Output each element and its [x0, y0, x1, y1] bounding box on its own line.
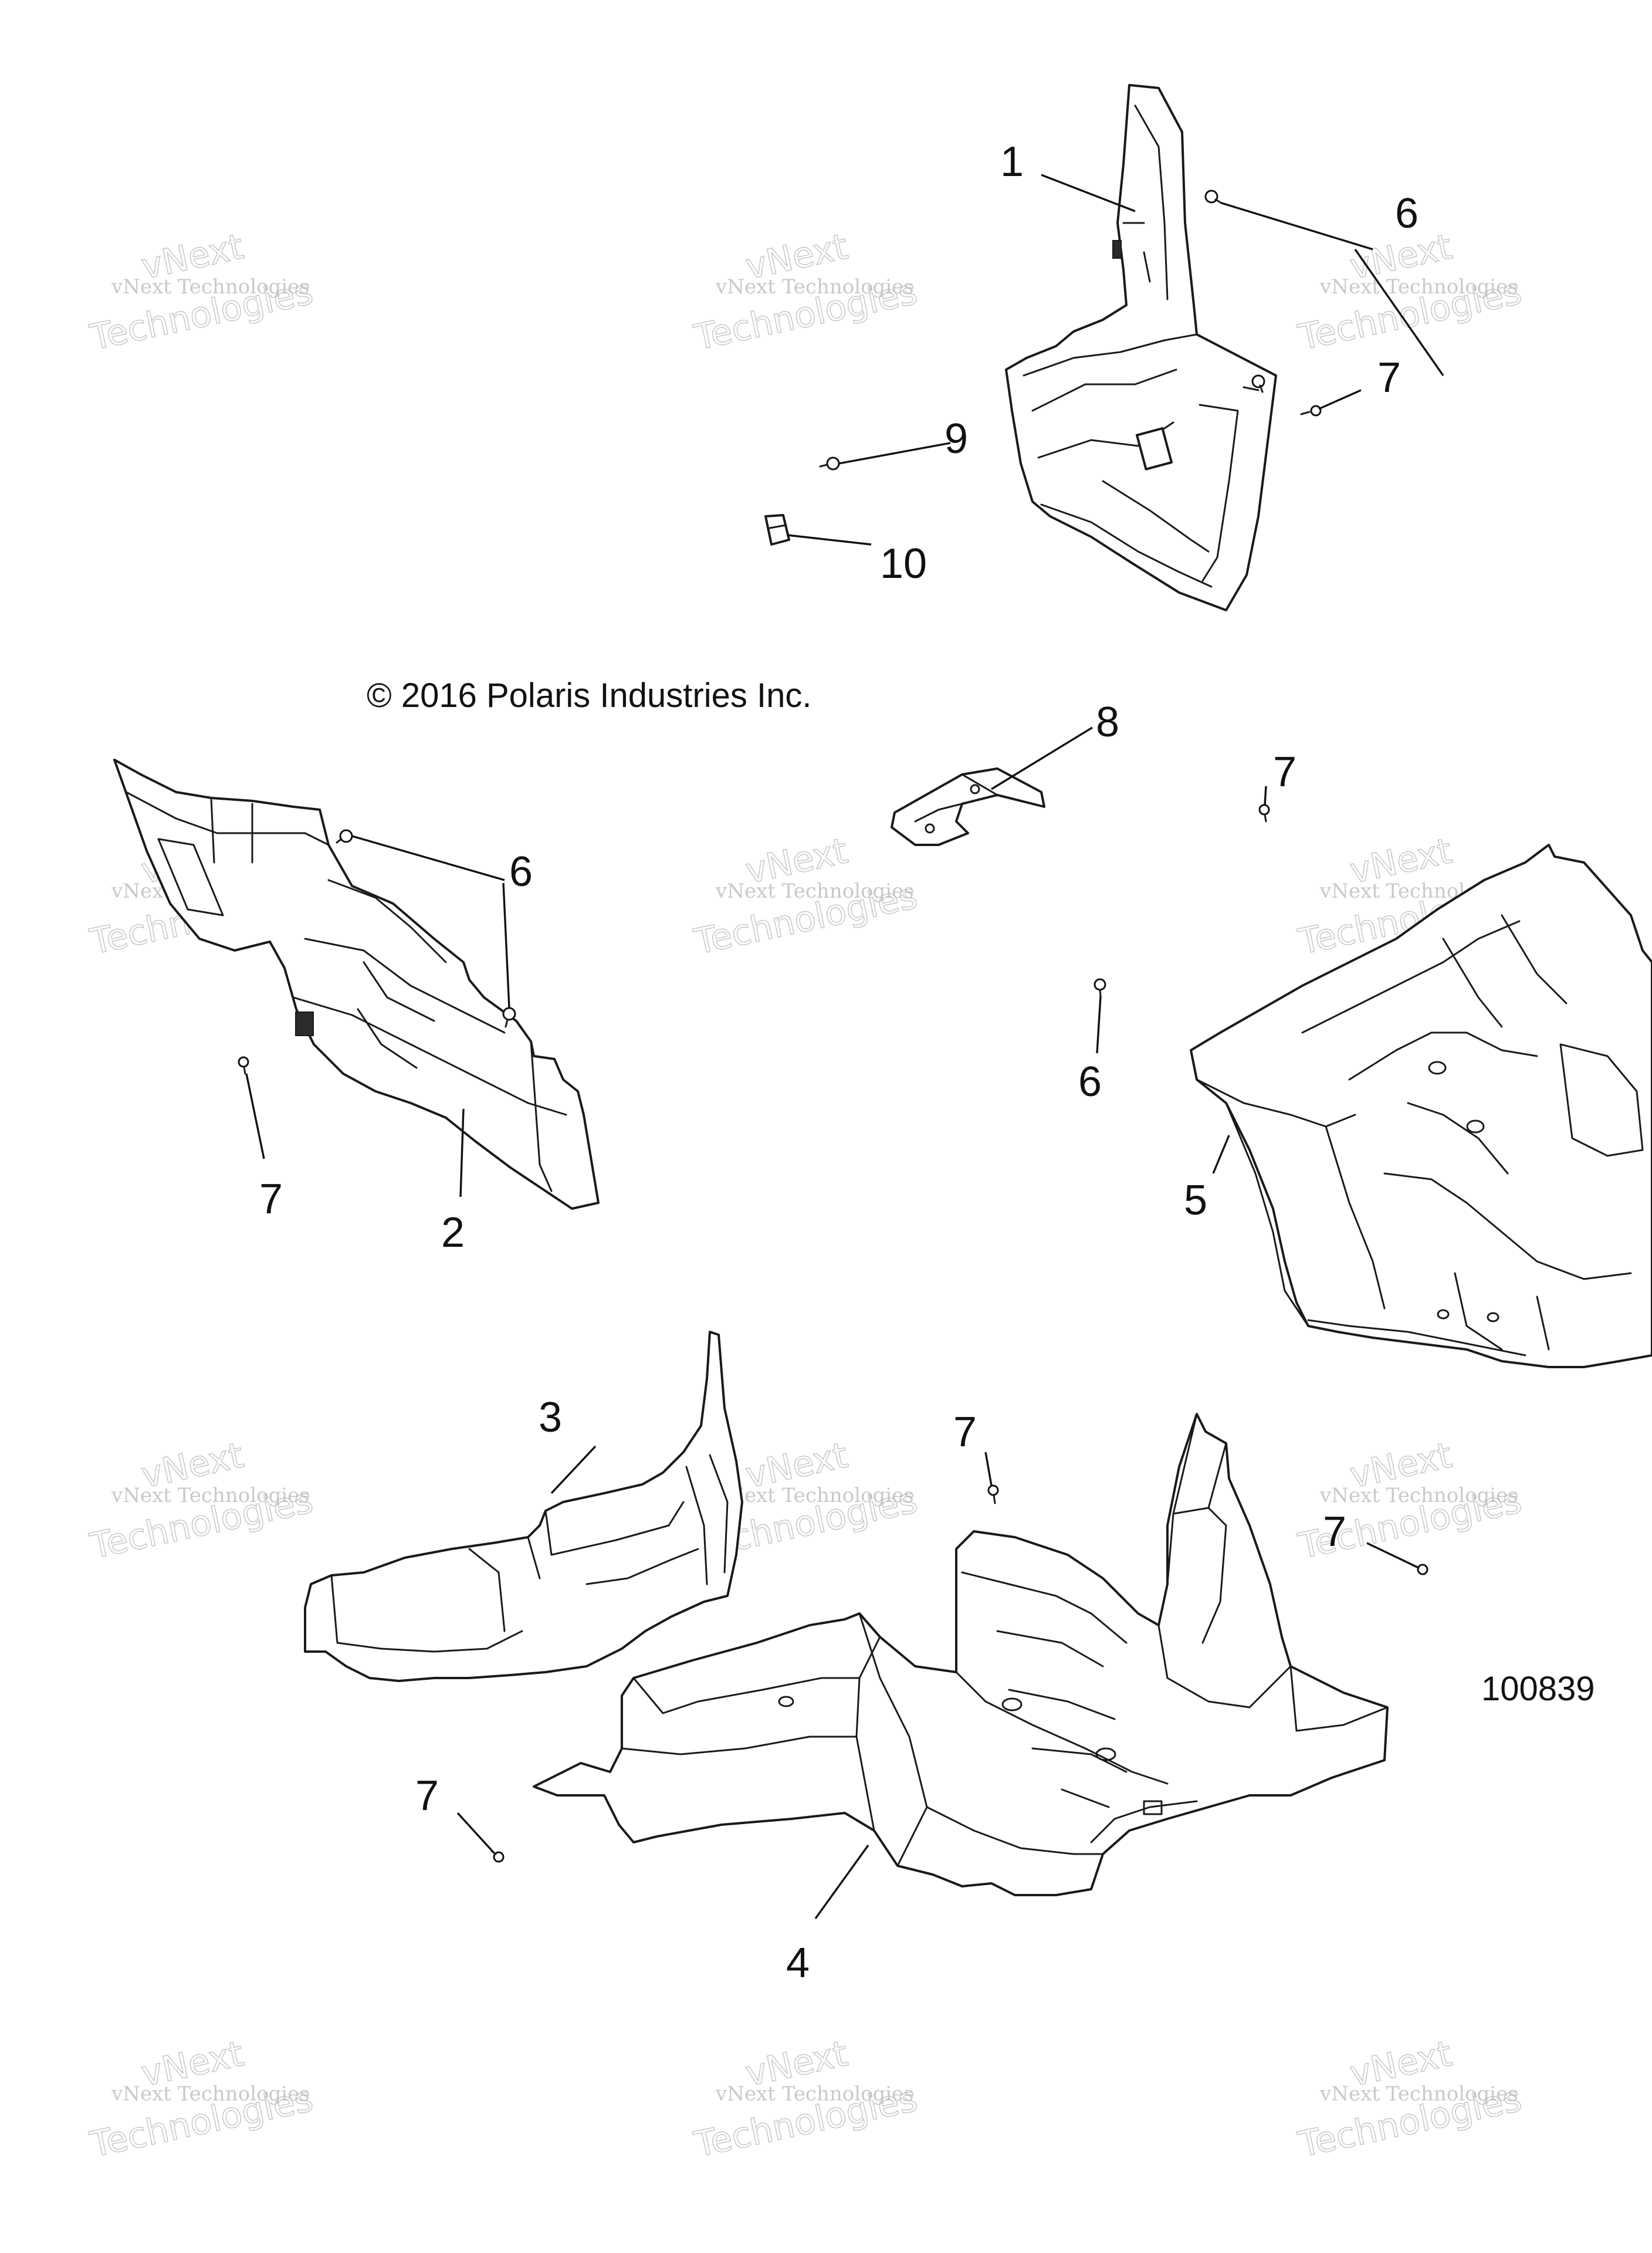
watermark: vNext vNext Technologies Technologies: [86, 2033, 317, 2166]
callout-7-right: 7: [1323, 1508, 1346, 1555]
part-2-guard: [113, 759, 600, 1210]
watermark-line1: vNext Technologies: [715, 2082, 914, 2106]
fasteners: [238, 190, 1428, 1863]
callout-7-left: 7: [259, 1176, 283, 1223]
callout-3: 3: [539, 1394, 562, 1441]
part-4-floor: [533, 1413, 1389, 1896]
watermark-line1: vNext Technologies: [111, 275, 310, 299]
watermark: vNext vNext Technologies Technologies: [86, 226, 317, 359]
leader-lines: [245, 174, 1444, 1919]
part-1-guard: [1005, 84, 1277, 611]
part-5-floor: [1190, 844, 1652, 1368]
fastener-7-left: [238, 1056, 249, 1075]
callout-6-mid: 6: [1078, 1058, 1102, 1105]
fastener-6-left-b: [502, 1007, 516, 1028]
callout-7-top: 7: [1377, 354, 1401, 401]
reference-number: 100839: [1481, 1670, 1595, 1708]
fastener-6-top-right: [1251, 374, 1265, 393]
fastener-6-mid: [1094, 978, 1106, 997]
fastener-7-top: [1300, 405, 1322, 417]
callout-7-center: 7: [953, 1409, 977, 1456]
part-10-clip: [764, 514, 790, 546]
fastener-6-left-a: [336, 829, 353, 844]
fastener-9: [819, 456, 840, 471]
callout-10: 10: [880, 540, 927, 587]
callout-7-bottom-left: 7: [415, 1772, 439, 1819]
callout-2: 2: [441, 1209, 465, 1256]
watermark: vNext vNext Technologies Technologies: [1294, 2033, 1525, 2166]
fastener-6-top: [1204, 190, 1223, 204]
callout-7-mid-right: 7: [1273, 749, 1296, 796]
watermark: vNext vNext Technologies Technologies: [690, 226, 921, 359]
fastener-7-mid-right: [1258, 804, 1270, 823]
callout-8: 8: [1096, 699, 1119, 746]
watermark: vNext vNext Technologies Technologies: [690, 2033, 921, 2166]
copyright-text: © 2016 Polaris Industries Inc.: [367, 676, 811, 715]
callout-9: 9: [945, 415, 968, 462]
part-8-bracket: [891, 767, 1045, 846]
watermark: vNext vNext Technologies Technologies: [86, 1435, 317, 1568]
watermark-line1: vNext Technologies: [1319, 1484, 1518, 1507]
callout-labels: 1 2 3 4 5 6 6 6 7 7 7 7 7 7 8 9 10: [259, 138, 1419, 1987]
watermark-line1: vNext Technologies: [715, 1484, 914, 1507]
watermark-line1: vNext Technologies: [1319, 2082, 1518, 2106]
watermark: vNext vNext Technologies Technologies: [1294, 1435, 1525, 1568]
watermark-line1: vNext Technologies: [111, 1484, 310, 1507]
watermark-line1: vNext Technologies: [715, 275, 914, 299]
part-3-guard: [304, 1331, 743, 1682]
watermark: vNext vNext Technologies Technologies: [690, 830, 921, 963]
callout-6-left: 6: [509, 848, 533, 895]
watermark-line1: vNext Technologies: [111, 2082, 310, 2106]
fastener-7-center: [987, 1484, 999, 1504]
callout-4: 4: [786, 1940, 810, 1987]
watermark-line1: vNext Technologies: [715, 879, 914, 903]
callout-6-top: 6: [1395, 190, 1419, 237]
callout-5: 5: [1184, 1177, 1207, 1224]
callout-1: 1: [1000, 138, 1024, 185]
watermark-line1: vNext Technologies: [1319, 275, 1518, 299]
